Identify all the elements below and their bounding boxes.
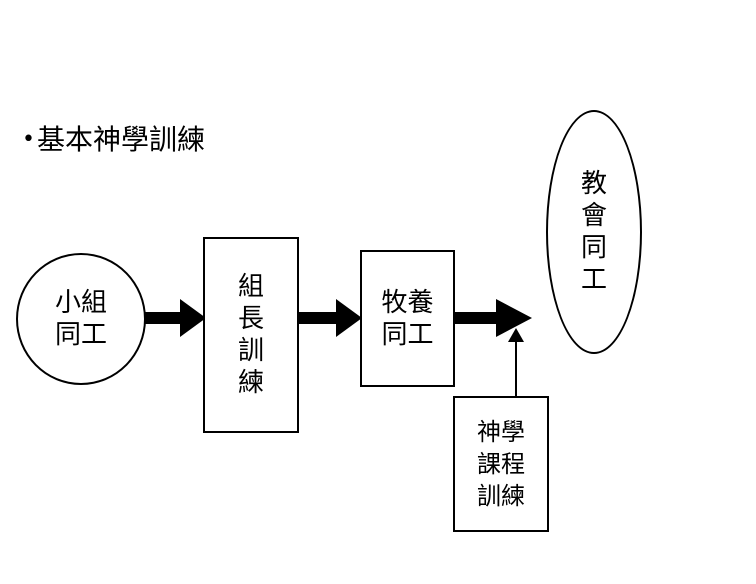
node-theology-course: 神學課程訓練 [453,396,549,532]
arrow-head-1 [180,299,206,337]
node-church-worker: 教會同工 [546,110,642,354]
arrow-head-3 [496,299,532,337]
arrow-shaft-1 [142,312,182,324]
node-group-leader-training-label: 組長訓練 [237,272,264,398]
heading-bullet: • [22,127,35,152]
arrow-shaft-2 [298,312,338,324]
arrow-shaft-3 [454,312,498,324]
arrow-head-4 [508,328,524,342]
heading-text: 基本神學訓練 [36,123,205,156]
node-small-group: 小組同工 [16,253,146,385]
node-pastoral-worker-label: 牧養同工 [381,287,434,350]
node-theology-course-label: 神學課程訓練 [477,418,525,510]
node-small-group-label: 小組同工 [54,288,107,350]
slide-heading: •基本神學訓練 [22,120,205,160]
node-pastoral-worker: 牧養同工 [360,250,455,387]
node-church-worker-label: 教會同工 [580,169,607,295]
arrow-head-2 [336,299,362,337]
node-group-leader-training: 組長訓練 [203,237,299,433]
